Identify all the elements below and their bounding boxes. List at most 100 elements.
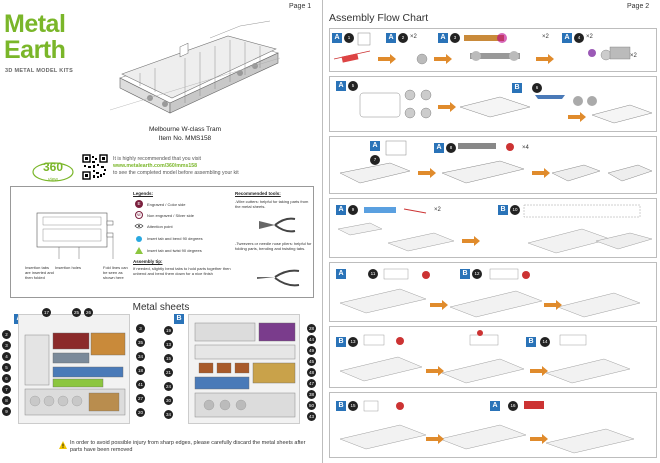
twist-90-icon: [135, 247, 143, 254]
tools-title: Recommended tools:: [235, 191, 281, 196]
step-quantity: ×2: [586, 34, 593, 40]
brand-logo-line2: Earth: [4, 36, 66, 64]
sheet-b-tag: B: [174, 314, 184, 324]
assembly-row-5: A 11 B 12: [329, 262, 657, 322]
step-sheet-tag: A: [336, 81, 346, 91]
warning-icon: [59, 441, 67, 449]
step-quantity: ×4: [522, 145, 529, 151]
part-number: 13: [164, 340, 173, 349]
step-sheet-tag: A: [336, 205, 346, 215]
step-number: 15: [348, 401, 358, 411]
model-name: Melbourne W-class Tram: [148, 126, 222, 133]
step-number: 7: [370, 155, 380, 165]
part-number: 24: [164, 382, 173, 391]
step-sheet-tag: B: [336, 337, 346, 347]
legend-non-engraved: Non engraved / Silver side: [147, 213, 194, 218]
tools-wire-cutters: -Wire cutters: helpful for taking parts …: [235, 199, 309, 209]
metal-sheet-a: [18, 314, 130, 424]
step-number: 8: [446, 143, 456, 153]
part-number: 3: [136, 324, 145, 333]
tram-illustration: [110, 20, 280, 114]
part-number: 17: [42, 308, 51, 317]
step-quantity: ×2: [434, 207, 441, 213]
part-number: 2: [2, 330, 11, 339]
step-number: 3: [450, 33, 460, 43]
step-sheet-tag: A: [370, 141, 380, 151]
row-3-parts-illustration: [339, 140, 653, 184]
wire-cutters-icon: [259, 217, 296, 233]
model-item-number: Item No. MMS158: [158, 135, 212, 142]
page-1: Page 1 Metal Earth 3D METAL MODEL KITS M…: [0, 0, 322, 463]
part-number: 7: [2, 385, 11, 394]
part-number: 26: [84, 308, 93, 317]
step-sheet-tag: A: [332, 33, 342, 43]
part-number: 4: [2, 352, 11, 361]
assembly-tip-title: Assembly tip:: [133, 259, 163, 264]
instructions-box: Insertion tabs are inserted and then fol…: [10, 186, 314, 298]
part-number: 50: [307, 401, 316, 410]
step-sheet-tag: A: [336, 269, 346, 279]
row-2-parts-illustration: [359, 89, 653, 124]
step-quantity: ×2: [630, 53, 637, 59]
part-number: 8: [2, 396, 11, 405]
part-number: 18: [136, 366, 145, 375]
page-2: Page 2 Assembly Flow Chart A 1 A 2 ×2 A …: [323, 0, 660, 463]
step-sheet-tag: B: [336, 401, 346, 411]
metal-sheets-title: Metal sheets: [132, 302, 190, 313]
assembly-row-3: A 7 A 8 ×4: [329, 136, 657, 194]
part-number: 41: [136, 380, 145, 389]
step-quantity: ×2: [542, 34, 549, 40]
part-number: 49: [307, 346, 316, 355]
page-divider: [322, 0, 323, 463]
pliers-icon: [257, 269, 300, 287]
visit-line-3: to see the completed model before assemb…: [113, 169, 239, 176]
visit-note: It is highly recommended that you visit …: [113, 156, 313, 176]
step-sheet-tag: A: [562, 33, 572, 43]
step-sheet-tag: B: [512, 83, 522, 93]
qr-code[interactable]: [82, 154, 108, 180]
non-engraved-badge: NE: [135, 211, 143, 219]
badge-view-text: view: [48, 177, 58, 183]
step-sheet-tag: B: [498, 205, 508, 215]
part-number: 25: [72, 308, 81, 317]
row-4-parts-illustration: [337, 204, 653, 254]
step-sheet-tag: A: [438, 33, 448, 43]
part-number: 34: [164, 410, 173, 419]
part-number: 9: [2, 407, 11, 416]
insertion-holes-note: Insertion holes: [55, 265, 82, 270]
row-1-parts-illustration: [333, 32, 631, 65]
part-number: 30: [164, 396, 173, 405]
part-number: 34: [136, 352, 145, 361]
legend-engraved: Engraved / Color side: [147, 202, 186, 207]
brand-tagline: 3D METAL MODEL KITS: [5, 68, 74, 74]
legend-attention: Attention point: [147, 224, 173, 229]
step-sheet-tag: A: [434, 143, 444, 153]
step-number: 11: [368, 269, 378, 279]
part-number: 44: [307, 335, 316, 344]
row-6-parts-illustration: [339, 330, 631, 384]
step-number: 12: [472, 269, 482, 279]
assembly-row-4: A 9 ×2 B 10: [329, 198, 657, 258]
part-number: 21: [164, 368, 173, 377]
part-number: 19: [164, 326, 173, 335]
attention-point-icon: [134, 223, 144, 229]
page-number: Page 2: [627, 3, 650, 10]
step-sheet-tag: A: [386, 33, 396, 43]
assembly-tip-text: If needed, slightly bend tabs to hold pa…: [133, 266, 231, 276]
visit-line-1: It is highly recommended that you visit: [113, 156, 201, 162]
part-number: 43: [307, 412, 316, 421]
step-quantity: ×2: [410, 34, 417, 40]
part-number: 45: [307, 357, 316, 366]
part-number: 47: [307, 379, 316, 388]
safety-warning: In order to avoid possible injury from s…: [70, 440, 306, 453]
assembly-flow-title: Assembly Flow Chart: [329, 12, 429, 24]
assembly-row-1: A 1 A 2 ×2 A 3 ×2 A 4 ×2 ×2: [329, 28, 657, 72]
step-number: 5: [348, 81, 358, 91]
step-sheet-tag: B: [526, 337, 536, 347]
part-number: 6: [2, 374, 11, 383]
part-number: 38: [307, 390, 316, 399]
visit-url-link[interactable]: www.metalearth.com/360/mms158: [113, 162, 198, 169]
step-number: 1: [344, 33, 354, 43]
badge-360-text: 360: [43, 160, 63, 174]
brand-logo-line1: Metal: [4, 10, 66, 38]
